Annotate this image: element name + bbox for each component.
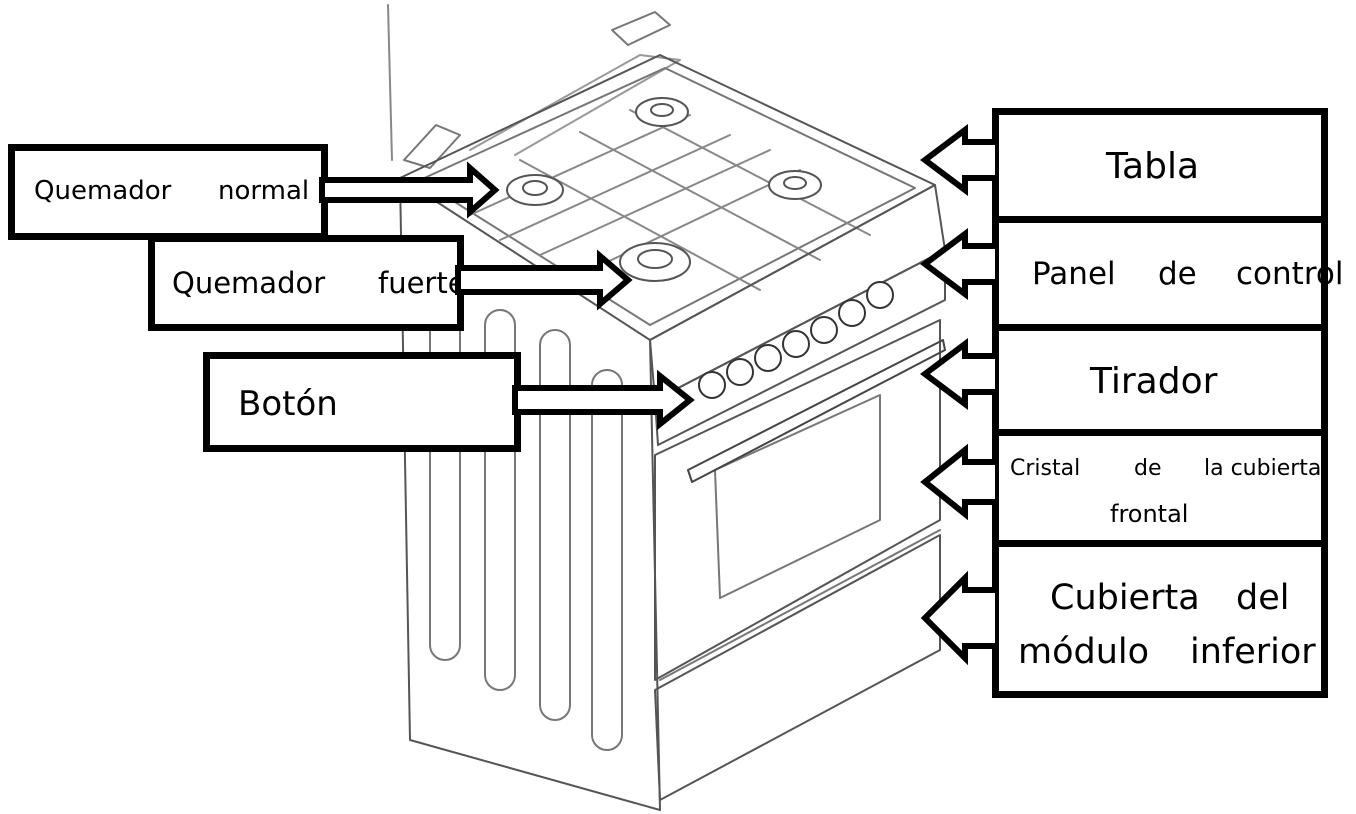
label-panel-word2: de xyxy=(1158,256,1197,292)
label-cristal-word1: Cristal xyxy=(1010,456,1081,481)
label-box-quemador-fuerte xyxy=(148,235,464,331)
label-cubierta-word2: del xyxy=(1236,578,1290,618)
label-cubierta-line2-word2: inferior xyxy=(1190,632,1316,672)
label-box-quemador-normal xyxy=(8,144,328,240)
label-box-cubierta xyxy=(992,540,1328,698)
label-box-boton xyxy=(203,352,521,452)
label-tabla: Tabla xyxy=(1106,146,1200,187)
label-cubierta-word1: Cubierta xyxy=(1050,578,1200,618)
label-panel-word3: control xyxy=(1236,256,1344,292)
label-quemador-fuerte-word2: fuerte xyxy=(378,266,466,300)
label-quemador-normal-word1: Quemador xyxy=(34,176,172,206)
label-cristal-word3: la cubierta xyxy=(1204,456,1322,481)
label-box-cristal xyxy=(992,429,1328,547)
label-panel-word1: Panel xyxy=(1032,256,1116,292)
label-cubierta-line2-word1: módulo xyxy=(1018,632,1150,672)
label-quemador-fuerte-word1: Quemador xyxy=(172,266,326,300)
label-boton: Botón xyxy=(238,384,338,424)
label-quemador-normal-word2: normal xyxy=(218,176,310,206)
label-cristal-line2: frontal xyxy=(1110,500,1189,528)
label-tirador: Tirador xyxy=(1090,361,1218,402)
label-cristal-word2: de xyxy=(1134,456,1162,481)
